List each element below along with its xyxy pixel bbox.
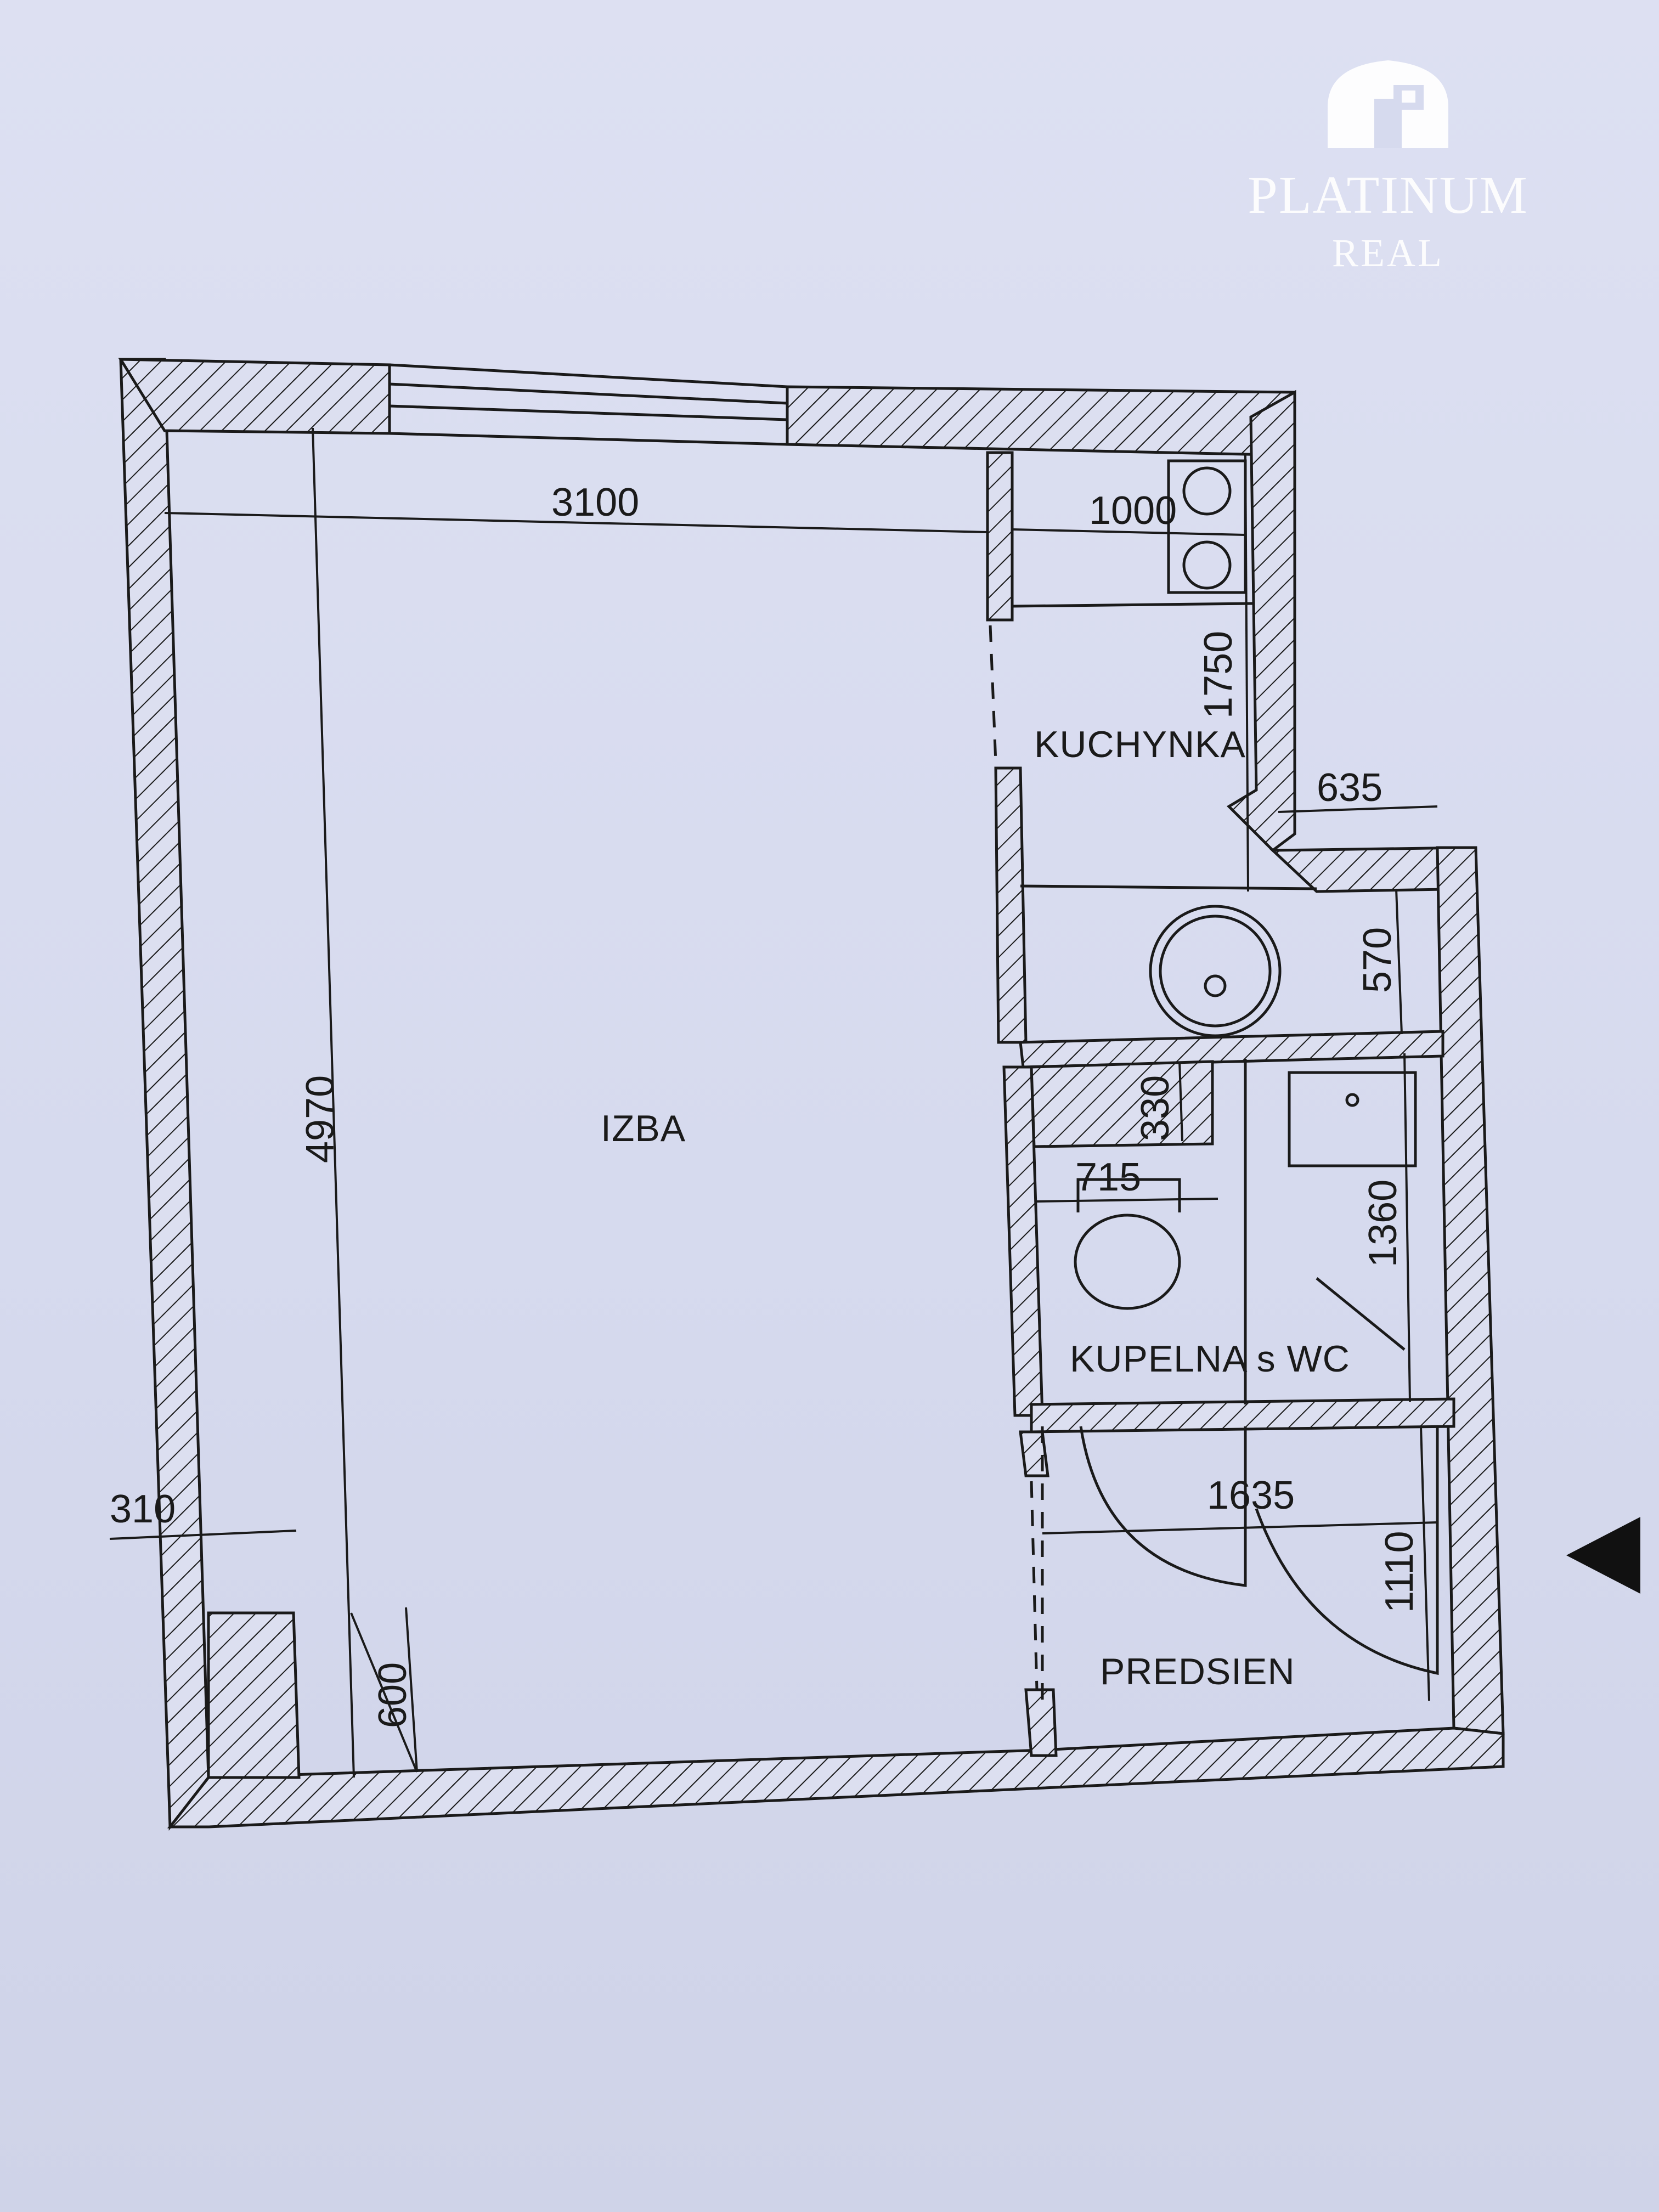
dim-hall-width: 1635 — [1207, 1474, 1295, 1517]
dim-hall-length: 1110 — [1378, 1531, 1421, 1613]
room-outlines — [989, 459, 1439, 1701]
dim-bath-length: 1360 — [1361, 1180, 1405, 1267]
partition-mid — [994, 766, 1028, 1044]
top-left-wall — [118, 358, 391, 435]
sink — [1288, 1071, 1417, 1167]
bath-wall-top — [1019, 1030, 1444, 1069]
bath-wall-bottom — [1030, 1397, 1455, 1434]
cooktop — [1167, 459, 1247, 594]
platinum-real-logo: PLATINUM REAL — [1223, 55, 1553, 285]
dim-kitchen-length: 1750 — [1197, 631, 1240, 719]
water-heater — [1149, 905, 1282, 1037]
shaft-wall — [1030, 1060, 1214, 1148]
logo-line-2: REAL — [1332, 231, 1444, 275]
entry-arrow-icon — [1566, 1517, 1640, 1594]
room-izba: IZBA — [601, 1108, 686, 1149]
left-wall — [119, 358, 210, 1831]
hall-wall-bottom-left — [1024, 1688, 1058, 1757]
dimension-labels: 3100 4970 1000 1750 635 570 330 715 1360… — [110, 481, 1421, 1728]
right-wall-lower — [1436, 846, 1505, 1735]
dim-niche-600: 600 — [371, 1662, 415, 1728]
room-kupelna: KUPELNA s WC — [1070, 1338, 1350, 1380]
dimension-lines — [109, 427, 1438, 1778]
room-kuchynka: KUCHYNKA — [1034, 724, 1246, 765]
walls — [118, 358, 1505, 1831]
dim-izba-length: 4970 — [298, 1075, 342, 1163]
door-entry — [1255, 1426, 1439, 1675]
dim-step: 635 — [1317, 766, 1383, 810]
top-right-wall — [786, 385, 1296, 457]
dim-depth-330: 330 — [1133, 1075, 1177, 1141]
dim-izba-width: 3100 — [551, 481, 639, 524]
logo-line-1: PLATINUM — [1248, 166, 1528, 225]
bottom-wall — [167, 1726, 1505, 1829]
room-predsien: PREDSIEN — [1100, 1651, 1295, 1692]
dim-wall-310: 310 — [110, 1487, 176, 1531]
door-bath — [1079, 1426, 1247, 1587]
logo-house-icon — [1328, 60, 1448, 148]
dim-kitchen-width: 1000 — [1089, 489, 1177, 533]
toilet — [1074, 1214, 1181, 1310]
burner-1 — [1182, 466, 1232, 516]
window — [389, 363, 788, 446]
partition-kitchen — [986, 451, 1014, 622]
dim-wc-width: 715 — [1075, 1155, 1141, 1199]
burner-2 — [1182, 540, 1232, 590]
room-labels: IZBA KUCHYNKA KUPELNA s WC PREDSIEN — [601, 724, 1350, 1692]
dim-depth-570: 570 — [1356, 927, 1400, 993]
niche-wall — [207, 1611, 301, 1779]
